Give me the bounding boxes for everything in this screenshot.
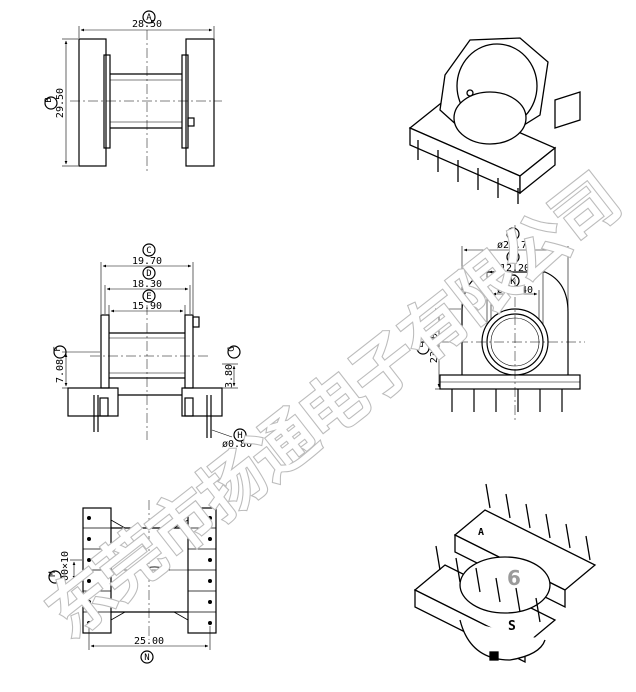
dim-A: 28.50: [132, 19, 162, 30]
dim-I: ø20.70: [497, 240, 533, 251]
label-H: H: [237, 431, 242, 441]
dim-B: 29.50: [55, 88, 66, 118]
front-view: [53, 243, 247, 442]
label-L: L: [416, 342, 426, 347]
dim-K: ø10.40: [497, 285, 533, 296]
label-B: B: [44, 97, 54, 102]
dim-J: 12.20: [500, 263, 530, 274]
label-A: A: [146, 13, 152, 23]
label-I: I: [510, 230, 515, 240]
label-D: D: [146, 269, 151, 279]
iso-view-top: [408, 37, 581, 204]
dim-D: 18.30: [132, 279, 162, 290]
dim-L: 23.70: [429, 333, 440, 363]
pin-mark-number: 6: [507, 566, 521, 590]
label-E: E: [146, 292, 151, 302]
dim-M: 5.00×10: [60, 551, 71, 593]
dim-C: 19.70: [132, 256, 162, 267]
top-view: [44, 10, 222, 172]
label-K: K: [510, 277, 516, 287]
dim-N: 25.00: [134, 636, 164, 647]
dim-F: 7.08: [55, 359, 66, 383]
bottom-view: [48, 500, 217, 664]
label-F: F: [53, 346, 63, 351]
label-G: G: [227, 346, 237, 351]
label-N: N: [144, 653, 149, 663]
pin-mark-s: S: [508, 619, 516, 634]
label-C: C: [146, 246, 151, 256]
pin-letter-a: A: [478, 527, 484, 538]
dim-E: 15.90: [132, 301, 162, 312]
dim-H: ø0.80: [222, 439, 252, 450]
dim-G: 3.80: [224, 364, 235, 388]
label-M: M: [48, 571, 58, 577]
iso-view-bottom: [413, 483, 597, 664]
label-J: J: [510, 253, 515, 263]
side-view: [416, 225, 585, 420]
